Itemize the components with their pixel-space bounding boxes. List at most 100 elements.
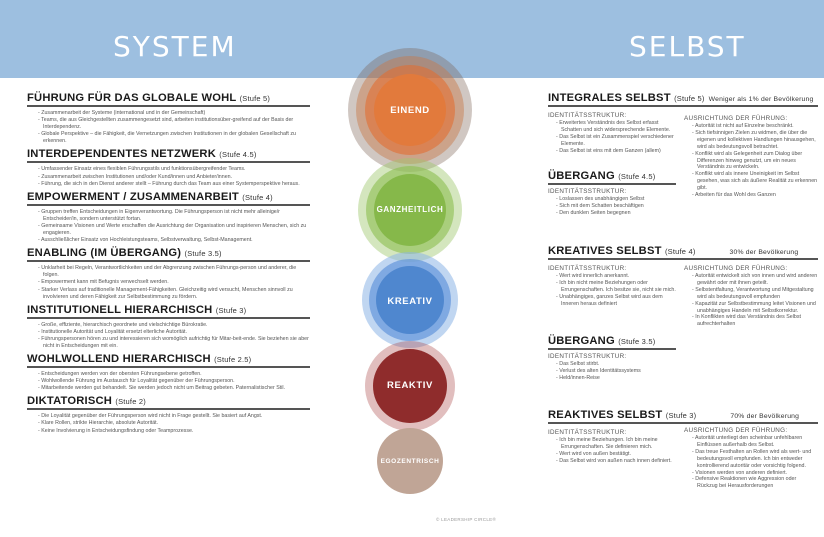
level-title: KREATIVES SELBST: [548, 245, 662, 257]
system-column: FÜHRUNG FÜR DAS GLOBALE WOHL (Stufe 5) Z…: [27, 92, 310, 438]
list-item: Klare Rollen, strikte Hierarchie, absolu…: [38, 420, 310, 427]
list-item: Visionen werden von anderen definiert.: [692, 470, 818, 477]
divider: [27, 105, 310, 107]
list-item: Zusammenarbeit zwischen Institutionen un…: [38, 174, 310, 181]
list-item: Ausschließlicher Einsatz von Hochleistun…: [38, 237, 310, 244]
alignment-label: AUSRICHTUNG DER FÜHRUNG:: [684, 265, 788, 272]
ganzheitlich-label: GANZHEITLICH: [376, 205, 444, 214]
alignment-list: Autorität ist nicht auf Einzelne beschrä…: [684, 123, 818, 199]
list-item: Kapazität zur Selbstbestimmung leitet Vi…: [692, 301, 818, 315]
list-item: Große, effiziente, hierarchisch geordnet…: [38, 322, 310, 329]
kreativ-circle: [376, 266, 444, 334]
divider: [548, 348, 676, 350]
level-title: WOHLWOLLEND HIERARCHISCH: [27, 353, 211, 366]
divider: [27, 260, 310, 263]
level-stufe: (Stufe 5): [239, 94, 271, 103]
reaktiv-identity: IDENTITÄTSSTRUKTUR: Ich bin meine Bezieh…: [548, 429, 676, 465]
uebergang-title: ÜBERGANG: [548, 335, 615, 347]
level-stufe: (Stufe 2): [115, 397, 146, 407]
list-item: Autorität unterliegt den scheinbar unfeh…: [692, 435, 818, 449]
reaktiv-label: REAKTIV: [387, 380, 433, 391]
list-item: Konflikt wird als innere Uneinigkeit im …: [692, 171, 818, 192]
list-item: Verlust des alten Identitätssystems: [556, 368, 676, 375]
copyright-footer: © LEADERSHIP CIRCLE®: [436, 517, 497, 522]
level-bullets: Die Loyalität gegenüber der Führungspers…: [27, 413, 310, 434]
list-item: Mitarbeitende werden gut behandelt. Sie …: [38, 385, 310, 392]
identity-label: IDENTITÄTSSTRUKTUR:: [548, 188, 627, 195]
divider: [548, 422, 818, 424]
kreativ-identity: IDENTITÄTSSTRUKTUR: Wert wird innerlich …: [548, 265, 676, 308]
level-bullets: Umfassender Einsatz eines flexiblen Führ…: [27, 166, 310, 187]
list-item: Arbeiten für das Wohl des Ganzen: [692, 192, 818, 199]
identity-label: IDENTITÄTSSTRUKTUR:: [548, 112, 627, 119]
divider: [548, 258, 818, 260]
uebergang-stufe: (Stufe 3.5): [618, 337, 656, 346]
list-item: Empowerment kann mit Befugnis verwechsel…: [38, 279, 310, 286]
einend-circle: [374, 74, 446, 146]
level-bullets: Entscheidungen werden von der obersten F…: [27, 371, 310, 392]
list-item: Autorität entwickelt sich von innen und …: [692, 273, 818, 287]
selbst-reaktiv: REAKTIVES SELBST (Stufe 3)70% der Bevölk…: [548, 409, 818, 427]
level-title: EMPOWERMENT / ZUSAMMENARBEIT: [27, 190, 239, 203]
level-title: ENABLING (IM ÜBERGANG): [27, 247, 182, 260]
level-title: FÜHRUNG FÜR DAS GLOBALE WOHL: [27, 92, 237, 104]
divider: [27, 203, 310, 206]
uebergang-list: Das Selbst stirbt. Verlust des alten Ide…: [548, 361, 676, 382]
selbst-integral: INTEGRALES SELBST (Stufe 5)Weniger als 1…: [548, 92, 818, 110]
einend-label: EINEND: [390, 105, 430, 116]
level-title: INSTITUTIONELL HIERARCHISCH: [27, 303, 213, 316]
list-item: Konflikt wird als Gelegenheit zum Dialog…: [692, 151, 818, 172]
level-stufe: (Stufe 3): [215, 305, 247, 315]
list-item: Die Loyalität gegenüber der Führungspers…: [38, 413, 310, 420]
list-item: Keine Involvierung in Entscheidungsfindu…: [38, 428, 310, 435]
population-percent: 30% der Bevölkerung: [729, 249, 799, 256]
reaktiv-circle: [373, 349, 447, 423]
level-bullets: Große, effiziente, hierarchisch geordnet…: [27, 322, 310, 350]
level-bullets: Unklarheit bei Regeln, Verantwortlichkei…: [27, 265, 310, 300]
list-item: Wohlwollende Führung im Austausch für Lo…: [38, 378, 310, 385]
identity-label: IDENTITÄTSSTRUKTUR:: [548, 265, 627, 272]
reaktiv-alignment: AUSRICHTUNG DER FÜHRUNG: Autorität unter…: [684, 427, 818, 490]
level-stufe: (Stufe 4): [664, 247, 696, 256]
identity-list: Ich bin meine Beziehungen. Ich bin meine…: [548, 437, 676, 465]
selbst-heading: SELBST: [629, 30, 746, 63]
list-item: Sich mit dem Schatten beschäftigen: [556, 203, 676, 210]
list-item: Wert wird innerlich anerkannt.: [556, 273, 676, 280]
divider: [27, 316, 310, 319]
list-item: Loslassen des unabhängigen Selbst: [556, 196, 676, 203]
list-item: Zusammenarbeit der Systeme (internationa…: [38, 110, 310, 117]
list-item: Ich bin nicht meine Beziehungen oder Err…: [556, 280, 676, 294]
list-item: Gruppen treffen Entscheidungen in Eigenv…: [38, 209, 310, 223]
divider: [548, 105, 818, 107]
level-stufe: (Stufe 2.5): [214, 355, 252, 365]
level-title: DIKTATORISCH: [27, 395, 113, 408]
uebergang-title: ÜBERGANG: [548, 170, 615, 182]
list-item: Gemeinsame Visionen und Werte erschaffen…: [38, 223, 310, 237]
alignment-list: Autorität unterliegt den scheinbar unfeh…: [684, 435, 818, 490]
list-item: Führung, die sich in den Dienst anderer …: [38, 181, 310, 188]
kreativ-alignment: AUSRICHTUNG DER FÜHRUNG: Autorität entwi…: [684, 265, 818, 328]
integral-alignment: AUSRICHTUNG DER FÜHRUNG: Autorität ist n…: [684, 115, 818, 199]
integral-identity: IDENTITÄTSSTRUKTUR: Erweitertes Verständ…: [548, 112, 676, 155]
uebergang-list: Loslassen des unabhängigen Selbst Sich m…: [548, 196, 676, 217]
system-level-diktatorisch: DIKTATORISCH (Stufe 2) Die Loyalität geg…: [27, 395, 310, 434]
list-item: Den dunklen Seiten begegnen: [556, 210, 676, 217]
identity-list: Erweitertes Verständnis des Selbst erfas…: [548, 120, 676, 155]
population-percent: 70% der Bevölkerung: [730, 413, 800, 420]
system-level-enabling: ENABLING (IM ÜBERGANG) (Stufe 3.5) Unkla…: [27, 247, 310, 300]
alignment-label: AUSRICHTUNG DER FÜHRUNG:: [684, 115, 788, 122]
list-item: Erweitertes Verständnis des Selbst erfas…: [556, 120, 676, 134]
system-heading: SYSTEM: [113, 30, 237, 63]
list-item: Starker Verlass auf traditionelle Manage…: [38, 287, 310, 301]
list-item: Held/innen-Reise: [556, 375, 676, 382]
identity-label: IDENTITÄTSSTRUKTUR:: [548, 429, 627, 436]
list-item: Autorität ist nicht auf Einzelne beschrä…: [692, 123, 818, 130]
list-item: Unabhängiges, ganzes Selbst wird aus dem…: [556, 294, 676, 308]
level-bullets: Gruppen treffen Entscheidungen in Eigenv…: [27, 209, 310, 244]
egozentrisch-label: EGOZENTRISCH: [380, 458, 440, 465]
divider: [27, 366, 310, 369]
level-title: REAKTIVES SELBST: [548, 409, 663, 421]
list-item: Sich tiefsinnigen Zielen zu widmen, die …: [692, 130, 818, 151]
ganzheitlich-circle: [374, 174, 446, 246]
list-item: Globale Perspektive – die Fähigkeit, die…: [38, 131, 310, 145]
